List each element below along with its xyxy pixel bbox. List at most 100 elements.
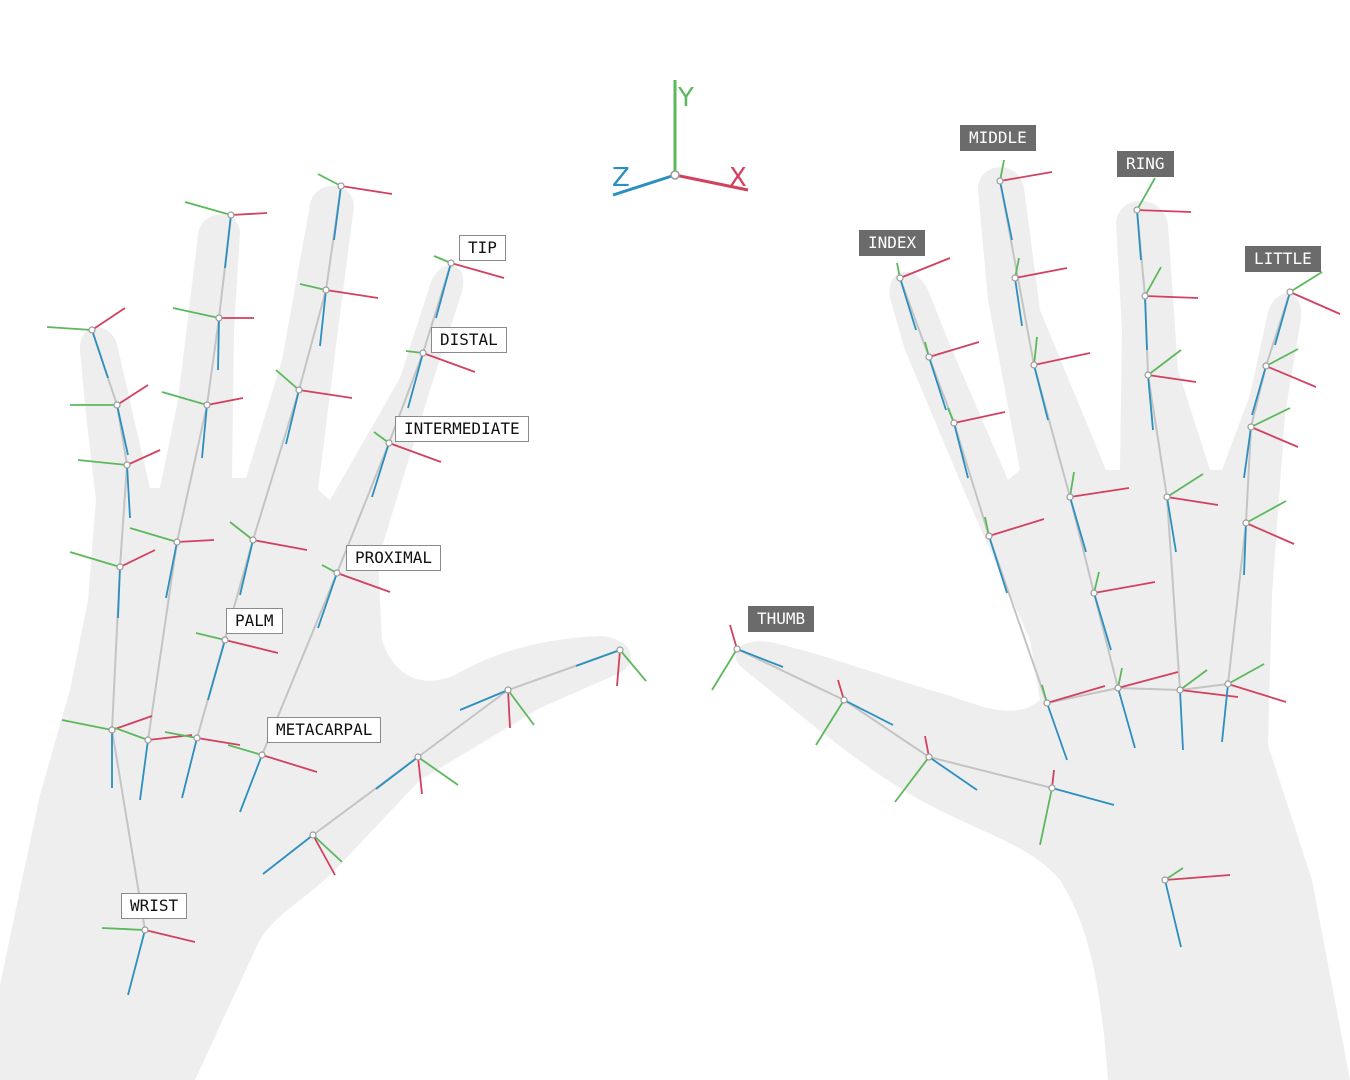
x-axis-letter: X — [729, 163, 747, 193]
joint-l-little-meta-x-axis — [111, 715, 153, 731]
joint-l-mid-meta-z-axis — [181, 737, 198, 799]
joint-l-mid-tip-z-axis — [333, 185, 342, 241]
joint-l-thumb-meta-x-axis — [312, 834, 336, 876]
joint-l-ring-distal — [215, 314, 223, 322]
joint-l-mid-distal — [322, 286, 330, 294]
joint-r-wrist-y-axis — [1164, 867, 1184, 881]
bone-l-index-inter-l-index-distal — [388, 352, 424, 444]
joint-l-little-tip-z-axis — [91, 329, 109, 379]
joint-l-thumb-tip-x-axis — [616, 649, 621, 687]
joint-l-ring-tip — [227, 211, 235, 219]
bone-l-thumb-prox-l-thumb-distal — [417, 689, 509, 758]
joint-r-ring-prox — [1163, 493, 1171, 501]
bone-l-little-prox-l-little-inter — [119, 464, 128, 568]
joint-l-mid-prox-z-axis — [239, 539, 254, 596]
joint-r-little-meta-y-axis — [1227, 663, 1265, 685]
joint-r-little-tip-y-axis — [1289, 271, 1323, 293]
joint-l-palm — [221, 636, 229, 644]
joint-r-ring-distal — [1141, 292, 1149, 300]
bone-r-little-meta-r-little-prox — [1227, 522, 1247, 685]
joint-l-little-meta — [108, 726, 116, 734]
joint-l-ring-distal-z-axis — [217, 317, 220, 371]
joint-l-thumb-distal-z-axis — [459, 689, 509, 711]
joint-l-little-tip — [88, 326, 96, 334]
joint-l-thumb-meta-z-axis — [262, 834, 314, 875]
joint-r-thumb-prox-z-axis — [928, 756, 978, 791]
joint-l-mid-meta — [193, 734, 201, 742]
joint-r-ring-inter — [1144, 371, 1152, 379]
joint-l-index-inter-z-axis — [371, 442, 390, 498]
joint-l-ring-inter-y-axis — [161, 391, 208, 406]
joint-r-index-prox — [985, 532, 993, 540]
joint-l-mid-prox-y-axis — [229, 521, 254, 541]
joint-l-thumb-prox-x-axis — [417, 756, 423, 795]
joint-r-mid-inter-x-axis — [1069, 487, 1130, 498]
joint-l-thumb-distal — [504, 686, 512, 694]
joint-l-ring-meta-y-axis — [114, 727, 149, 741]
joint-r-little-inter-x-axis — [1250, 426, 1299, 448]
joint-r-mid-inter — [1066, 493, 1074, 501]
joint-r-mid-tip — [996, 177, 1004, 185]
joint-r-little-prox-y-axis — [1245, 500, 1287, 524]
joint-r-little-meta-z-axis — [1221, 683, 1229, 743]
joint-l-little-tip-x-axis — [91, 307, 126, 331]
joint-r-ring-meta-y-axis — [1179, 669, 1208, 691]
joint-r-little-tip-z-axis — [1274, 291, 1291, 346]
joint-r-ring-tip — [1133, 206, 1141, 214]
joint-l-ring-prox-x-axis — [176, 539, 215, 543]
joint-l-ring-prox — [173, 538, 181, 546]
label-palm: PALM — [226, 608, 283, 634]
joint-r-little-tip — [1286, 288, 1294, 296]
joint-l-little-meta-y-axis — [61, 719, 113, 731]
joint-r-index-tip-x-axis — [899, 257, 951, 279]
joint-l-thumb-distal-x-axis — [507, 689, 511, 729]
joint-r-index-tip-z-axis — [899, 277, 917, 331]
joint-l-wrist-z-axis — [127, 929, 146, 996]
joint-r-ring-inter-y-axis — [1147, 349, 1182, 376]
joint-r-ring-tip-y-axis — [1136, 177, 1156, 211]
joint-l-index-prox — [333, 569, 341, 577]
joint-l-thumb-prox — [414, 753, 422, 761]
joint-r-thumb-tip-x-axis — [729, 624, 738, 650]
joint-l-thumb-prox-y-axis — [417, 756, 459, 786]
joint-l-mid-inter-y-axis — [275, 369, 300, 391]
joint-l-little-prox — [116, 563, 124, 571]
joint-r-ring-tip-x-axis — [1136, 209, 1192, 213]
joint-markers — [88, 177, 1294, 934]
joint-r-index-inter — [950, 419, 958, 427]
bone-r-mid-meta-r-ring-meta — [1117, 687, 1181, 691]
label-wrist: WRIST — [121, 893, 188, 919]
label-metacarpal: METACARPAL — [267, 717, 382, 743]
joint-l-mid-inter-z-axis — [285, 389, 300, 445]
joint-l-mid-distal-y-axis — [299, 283, 327, 291]
joint-r-ring-distal-z-axis — [1144, 295, 1148, 351]
bone-r-index-meta-r-mid-meta — [1046, 687, 1119, 704]
joint-l-thumb-meta — [309, 831, 317, 839]
joint-l-ring-tip-y-axis — [184, 201, 232, 216]
joint-r-thumb-tip-z-axis — [736, 648, 784, 668]
joint-l-thumb-tip-z-axis — [575, 649, 621, 667]
z-axis-letter: Z — [612, 163, 630, 193]
joint-r-ring-inter-z-axis — [1147, 374, 1154, 431]
joint-l-wrist-y-axis — [101, 927, 146, 931]
bone-l-mid-prox-l-mid-inter — [252, 389, 300, 541]
joint-l-mid-prox — [249, 536, 257, 544]
joint-l-little-prox-y-axis — [69, 551, 121, 568]
joint-r-little-prox-x-axis — [1245, 522, 1295, 545]
joint-l-little-distal-x-axis — [116, 384, 149, 406]
joint-r-little-distal-y-axis — [1265, 348, 1299, 367]
joint-r-ring-meta-z-axis — [1179, 689, 1184, 751]
joint-l-thumb-prox-z-axis — [375, 756, 419, 790]
joint-r-thumb-meta-y-axis — [1039, 787, 1053, 846]
joint-r-little-meta — [1224, 680, 1232, 688]
joint-r-mid-tip2-z-axis — [1014, 277, 1023, 327]
joint-l-index-tip — [447, 259, 455, 267]
bone-r-thumb-prox-r-thumb-distal — [843, 699, 930, 758]
joint-l-ring-inter-z-axis — [201, 404, 208, 459]
joint-l-palm-x-axis — [224, 639, 279, 654]
x-axis-line — [674, 173, 749, 192]
joint-l-mid-meta-y-axis — [164, 731, 198, 739]
joint-l-ring-tip-x-axis — [230, 212, 268, 216]
joint-r-mid-distal-x-axis — [1033, 352, 1091, 366]
